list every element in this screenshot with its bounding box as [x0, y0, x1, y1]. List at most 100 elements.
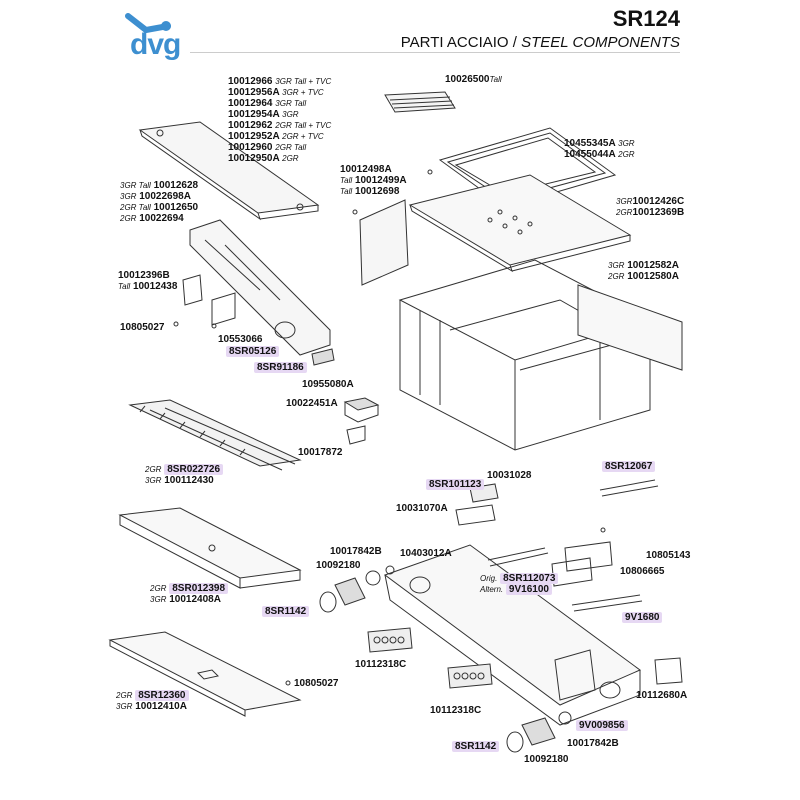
plate-row-1: 3GR 10012410A: [116, 701, 187, 712]
label-group-bracket: 10012396B Tall 10012438: [118, 270, 177, 292]
label-8SR1142-a: 8SR1142: [262, 606, 310, 617]
top-row-6: 10012960 2GR Tall: [228, 142, 307, 153]
lens-left-part: [319, 565, 395, 613]
label-10031028: 10031028: [487, 470, 532, 481]
tray-row-1: 3GR 10012408A: [150, 594, 221, 605]
label-10017842B-a: 10017842B: [330, 546, 382, 557]
label-10112318C-a: 10112318C: [355, 659, 407, 670]
top-cover-part: [138, 121, 320, 221]
label-10031070A: 10031070A: [396, 503, 448, 514]
strip-part: [311, 348, 335, 366]
subtitle-italian: PARTI ACCIAIO /: [400, 34, 522, 51]
bracket-row-1: Tall 10012438: [118, 281, 178, 292]
bracket-row-0: 10012396B: [118, 270, 170, 281]
left-row-2: 2GR Tall 10012650: [120, 202, 199, 213]
drip-tray-part: [118, 507, 302, 589]
top-row-5: 10012952A 2GR + TVC: [228, 131, 324, 142]
label-10022451A: 10022451A: [286, 398, 338, 409]
lens-right-part: [506, 711, 572, 753]
label-10805027-a: 10805027: [120, 322, 165, 333]
cup-rack-part: [384, 91, 456, 113]
grid-row-1: 3GR 100112430: [145, 475, 214, 486]
label-9V1680: 9V1680: [622, 612, 663, 623]
label-plate: 2GR 8SR12360 3GR 10012410A: [116, 690, 189, 712]
label-10092180-b: 10092180: [524, 754, 569, 765]
left-row-3: 2GR 10022694: [120, 213, 184, 224]
label-tray: 2GR 8SR012398 3GR 10012408A: [150, 583, 229, 605]
right-panel-part: [577, 284, 683, 371]
label-group-top: 10012966 3GR Tall + TVC 10012956A 3GR + …: [228, 76, 331, 164]
side-row-0: 10012498A: [340, 164, 392, 175]
header-rule: [190, 52, 680, 53]
machine-frame-part: [398, 259, 652, 451]
logo-mark-icon: [125, 13, 171, 34]
label-9V009856: 9V009856: [576, 720, 628, 731]
subtitle-english: STEEL COMPONENTS: [521, 34, 680, 51]
label-10017872: 10017872: [298, 447, 343, 458]
side-panel-part: [359, 199, 409, 286]
keypad-left-part: [367, 627, 413, 653]
heater-row-0: 10455345A 3GR: [564, 138, 635, 149]
brand-logo: [118, 8, 178, 58]
cable-part: [487, 479, 659, 612]
label-10112318C-b: 10112318C: [430, 705, 482, 716]
side-row-2: Tall 10012698: [340, 186, 400, 197]
label-8SR91186: 8SR91186: [254, 362, 307, 373]
rightpanel-row-1: 2GR 10012580A: [608, 271, 679, 282]
right-switch-part: [551, 541, 613, 587]
left-row-1: 3GR 10022698A: [120, 191, 191, 202]
cup-warmer-plate-part: [408, 174, 632, 273]
label-8SR101123: 8SR101123: [426, 479, 485, 490]
label-10955080A: 10955080A: [302, 379, 354, 390]
plate-row-0: 2GR 8SR12360: [116, 690, 189, 701]
cable-row-orig: Orig. 8SR112073: [480, 573, 559, 584]
label-10403012A: 10403012A: [400, 548, 452, 559]
label-8SR05126: 8SR05126: [226, 346, 280, 357]
topright-row-1: 2GR10012369B: [616, 207, 685, 218]
label-8SR1142-b: 8SR1142: [452, 741, 500, 752]
back-panel-part: [189, 219, 331, 356]
bottom-plate-part: [108, 631, 302, 717]
page-subtitle: PARTI ACCIAIO / STEEL COMPONENTS: [380, 34, 680, 51]
keypad-right-part: [447, 663, 493, 689]
tray-row-0: 2GR 8SR012398: [150, 583, 229, 594]
block-part: [343, 397, 380, 445]
label-8SR12067: 8SR12067: [602, 461, 656, 472]
label-10092180-a: 10092180: [316, 560, 361, 571]
grid-row-0: 2GR 8SR022726: [145, 464, 224, 475]
label-group-left: 3GR Tall 10012628 3GR 10022698A 2GR Tall…: [120, 180, 198, 224]
cable-row-alt: Altern. 9V16100: [480, 584, 558, 595]
screws: [173, 169, 606, 686]
bracket-part: [182, 274, 203, 306]
top-row-2: 10012964 3GR Tall: [228, 98, 307, 109]
label-10112680A: 10112680A: [636, 690, 688, 701]
label-10017842B-b: 10017842B: [567, 738, 619, 749]
label-group-heater: 10455345A 3GR 10455044A 2GR: [564, 138, 635, 160]
label-10806665: 10806665: [620, 566, 665, 577]
left-row-0: 3GR Tall 10012628: [120, 180, 199, 191]
label-10805027-b: 10805027: [294, 678, 339, 689]
top-row-1: 10012956A 3GR + TVC: [228, 87, 324, 98]
model-title: SR124: [612, 6, 680, 31]
label-group-right-panel: 3GR 10012582A 2GR 10012580A: [608, 260, 679, 282]
front-panel-part: [383, 544, 641, 726]
label-group-side: 10012498A Tall 10012499A Tall 10012698: [340, 164, 407, 197]
label-cable: Orig. 8SR112073 Altern. 9V16100: [480, 573, 559, 595]
heater-row-1: 10455044A 2GR: [564, 149, 635, 160]
topright-row-0: 3GR10012426C: [616, 196, 685, 207]
top-row-0: 10012966 3GR Tall + TVC: [228, 76, 332, 87]
label-grid: 2GR 8SR022726 3GR 100112430: [145, 464, 224, 486]
label-10805143: 10805143: [646, 550, 691, 561]
label-group-top-right: 3GR10012426C 2GR10012369B: [616, 196, 684, 218]
label-10553066: 10553066: [218, 334, 263, 345]
side-row-1: Tall 10012499A: [340, 175, 407, 186]
drip-grid-part: [128, 399, 302, 471]
brand-name: dvg: [130, 28, 181, 61]
label-10026500: 10026500Tall: [445, 74, 502, 85]
display-cover-part: [455, 483, 499, 526]
top-row-3: 10012954A 3GR: [228, 109, 299, 120]
rightpanel-row-0: 3GR 10012582A: [608, 260, 679, 271]
top-row-7: 10012950A 2GR: [228, 153, 299, 164]
top-row-4: 10012962 2GR Tall + TVC: [228, 120, 332, 131]
